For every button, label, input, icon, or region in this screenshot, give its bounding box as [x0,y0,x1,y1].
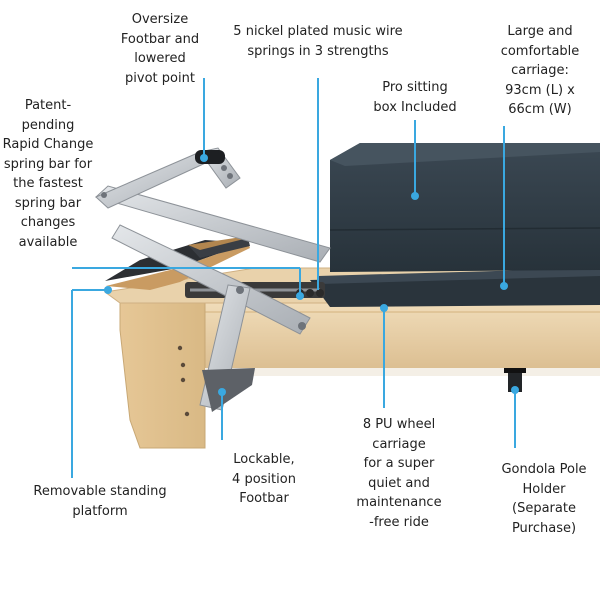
sitting-box [329,143,600,272]
footbar [95,147,331,412]
gondola-pole-holder [504,368,526,392]
carriage [310,268,600,307]
callout-gondola: Gondola Pole Holder (Separate Purchase) [501,462,587,536]
callout-wheels: 8 PU wheel carriage for a super quiet an… [356,417,442,530]
callout-standing-platform: Removable standing platform [33,484,167,519]
leader-lines [71,78,519,478]
callout-sitting-box: Pro sitting box Included [373,80,457,115]
callout-footbar: Oversize Footbar and lowered pivot point [120,12,200,86]
callout-lockable-footbar: Lockable, 4 position Footbar [232,452,296,506]
callout-carriage-size: Large and comfortable carriage: 93cm (L)… [500,24,580,117]
callout-spring-bar: Patent- pending Rapid Change spring bar … [2,98,94,250]
callout-springs: 5 nickel plated music wire springs in 3 … [233,24,403,59]
